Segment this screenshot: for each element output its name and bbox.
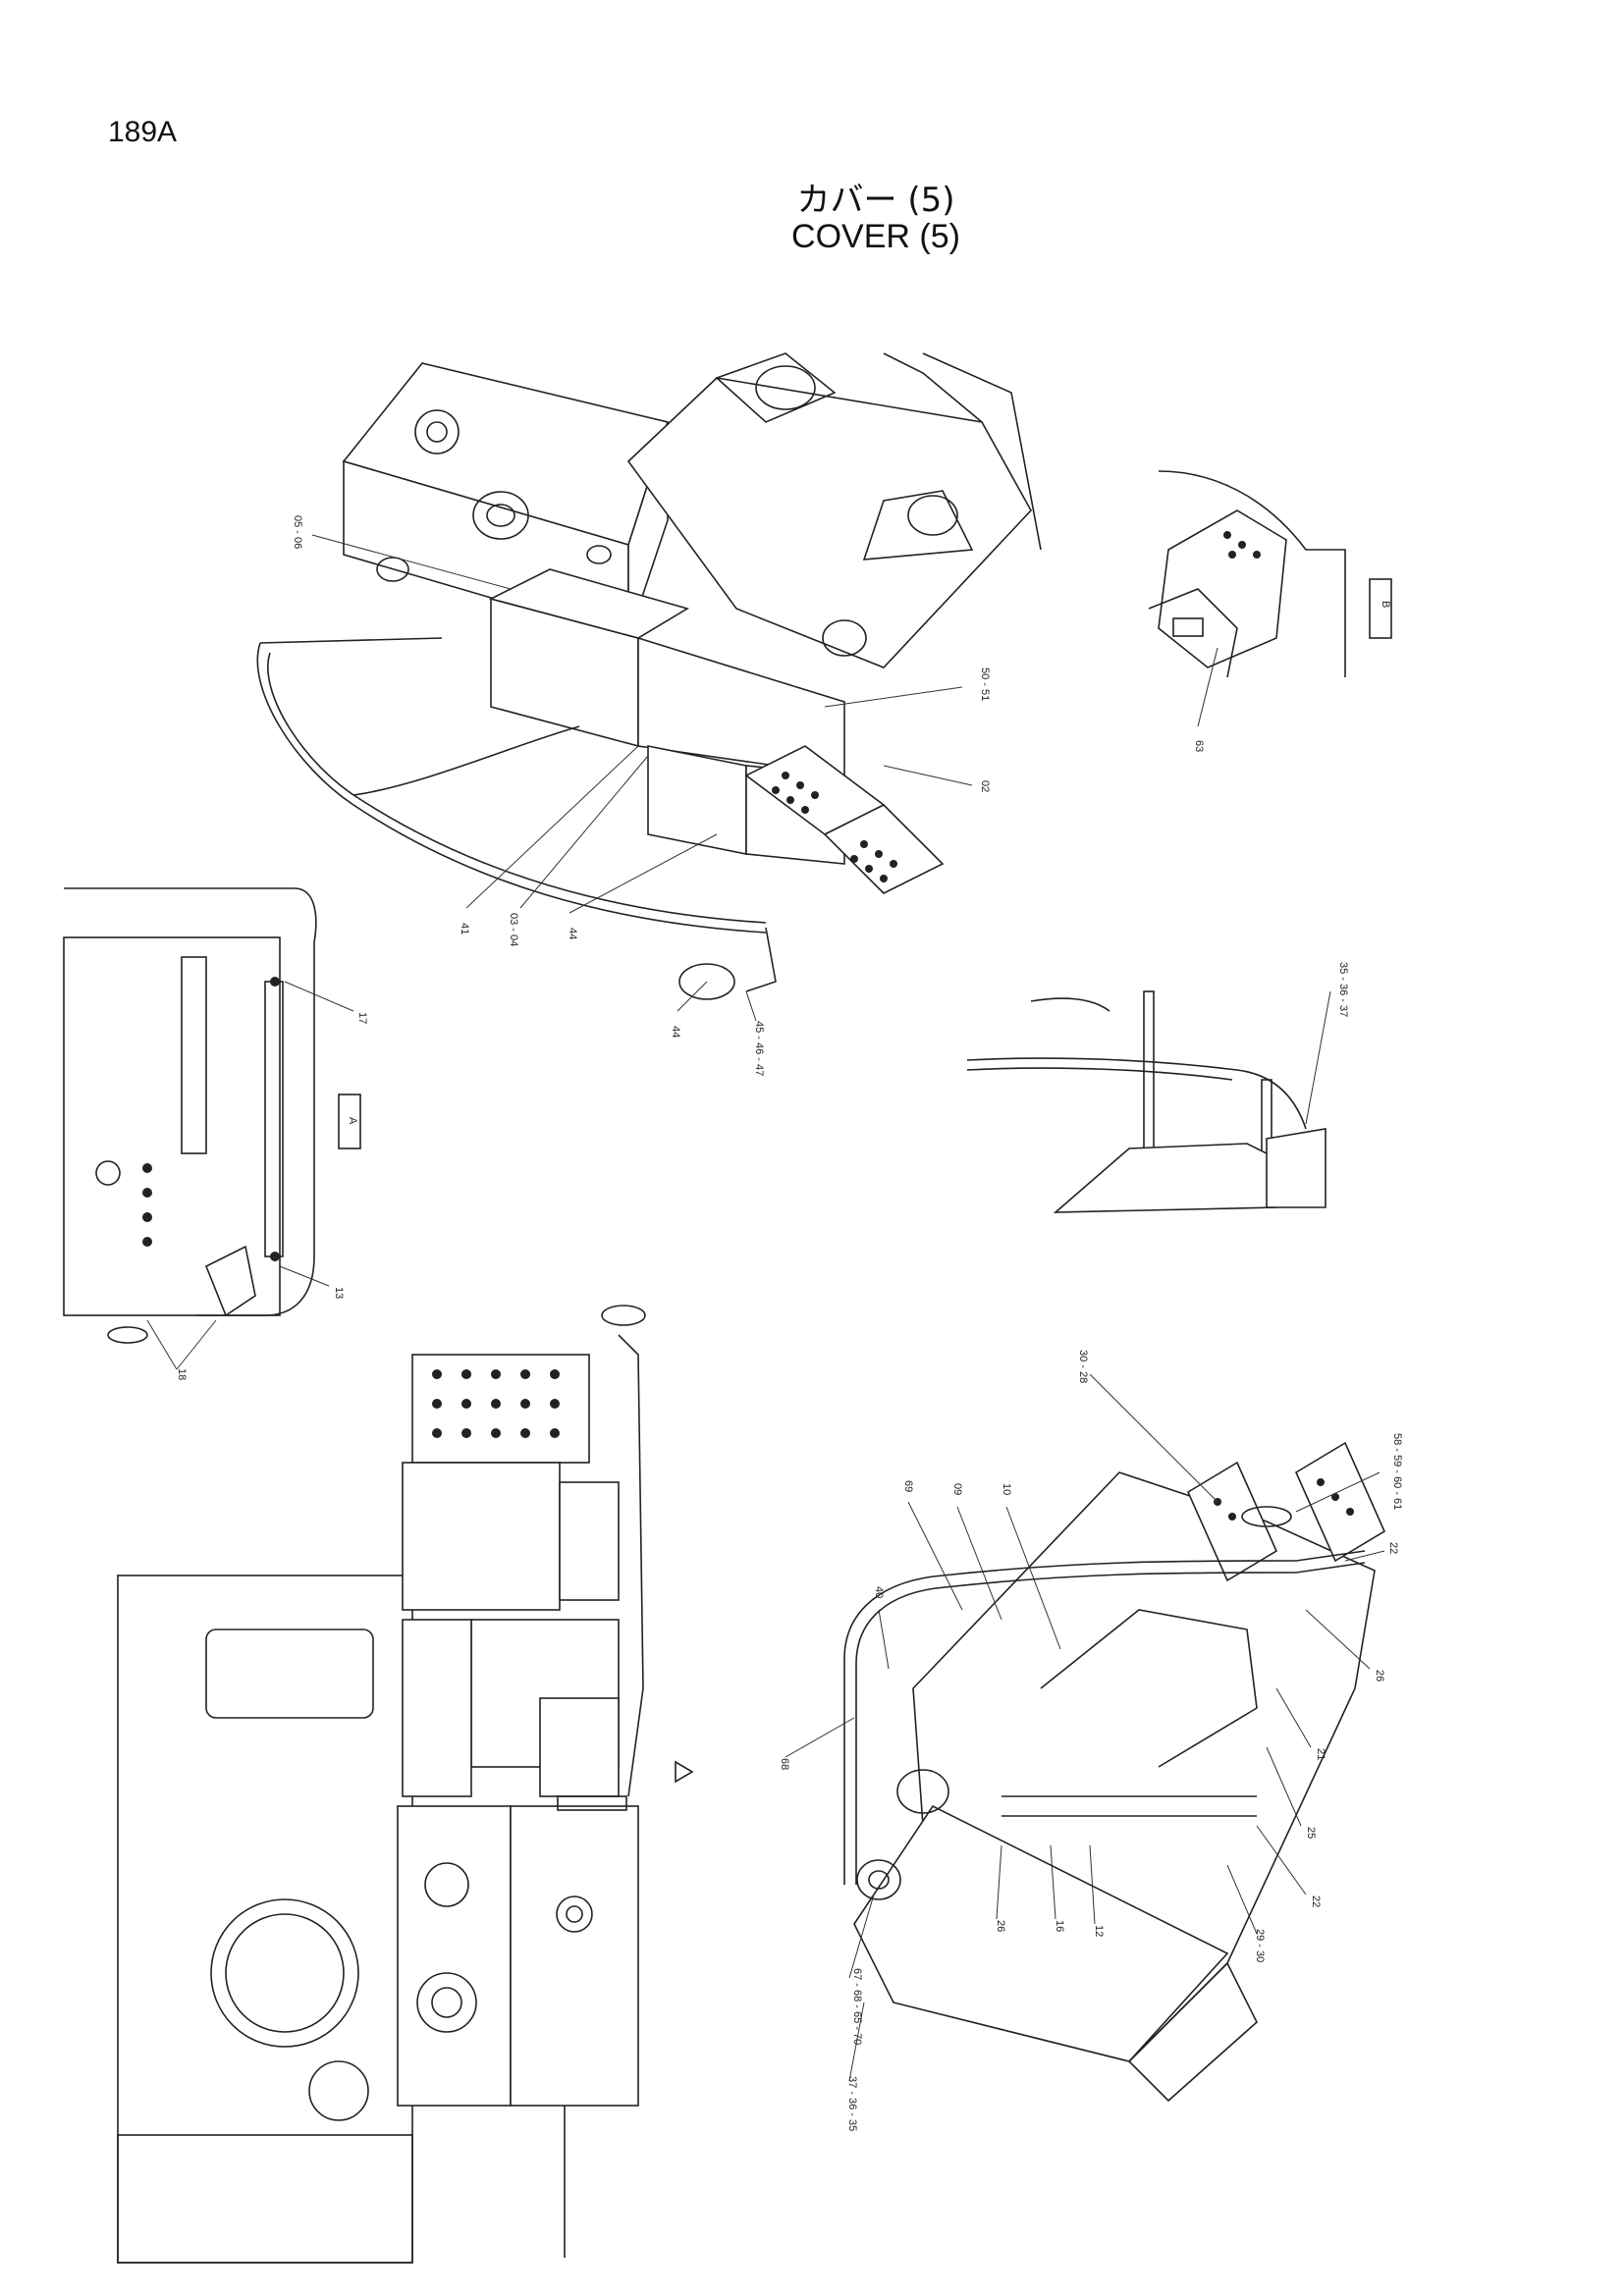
callout-45-46-47: 45 - 46 - 47	[753, 1021, 765, 1076]
callout-44b: 44	[670, 1026, 681, 1038]
callout-41: 41	[459, 923, 470, 934]
callout-21: 21	[1315, 1748, 1326, 1760]
callout-12: 12	[1093, 1925, 1105, 1937]
callout-25: 25	[1305, 1827, 1317, 1839]
page-number: 189A	[108, 116, 178, 148]
callout-03-04: 03 - 04	[508, 913, 519, 946]
right-mid-view	[966, 990, 1331, 1213]
callout-69: 69	[902, 1480, 914, 1492]
title-english: COVER (5)	[791, 218, 960, 255]
callout-16: 16	[1054, 1920, 1065, 1932]
callout-05-06: 05 - 06	[292, 515, 303, 549]
left-view	[63, 887, 361, 1370]
section-a-label: A	[347, 1117, 358, 1125]
callout-17: 17	[356, 1012, 368, 1024]
title-japanese: カバー (5)	[796, 181, 955, 220]
callout-44a: 44	[567, 928, 578, 939]
callout-18: 18	[176, 1368, 188, 1380]
callout-67-70: 67 - 68 - 65 - 70	[851, 1968, 863, 2045]
callout-02: 02	[979, 780, 991, 792]
callout-50-51: 50 - 51	[979, 667, 991, 701]
callout-58-61: 58 - 59 - 60 - 61	[1391, 1433, 1403, 1510]
callout-30-28: 30 - 28	[1077, 1350, 1089, 1383]
callout-26a: 26	[1374, 1670, 1385, 1682]
callout-22b: 22	[1310, 1896, 1322, 1907]
detail-b	[1148, 470, 1392, 727]
section-b-label: B	[1380, 601, 1391, 608]
callout-26b: 26	[995, 1920, 1006, 1932]
callout-37-36-35: 37 - 36 - 35	[846, 2076, 858, 2131]
callout-68: 68	[779, 1758, 790, 1770]
callout-40: 40	[873, 1586, 885, 1598]
callout-63: 63	[1193, 740, 1205, 752]
callout-09: 09	[951, 1483, 963, 1495]
callout-22a: 22	[1387, 1542, 1399, 1554]
callout-13: 13	[333, 1287, 345, 1299]
callout-10: 10	[1001, 1483, 1012, 1495]
callout-35-36-37: 35 - 36 - 37	[1337, 962, 1349, 1017]
top-assembly	[256, 352, 1042, 1022]
callout-29-30: 29 - 30	[1254, 1929, 1266, 1962]
bottom-left-assembly	[117, 1305, 694, 2264]
bottom-right-assembly	[785, 1373, 1386, 2103]
